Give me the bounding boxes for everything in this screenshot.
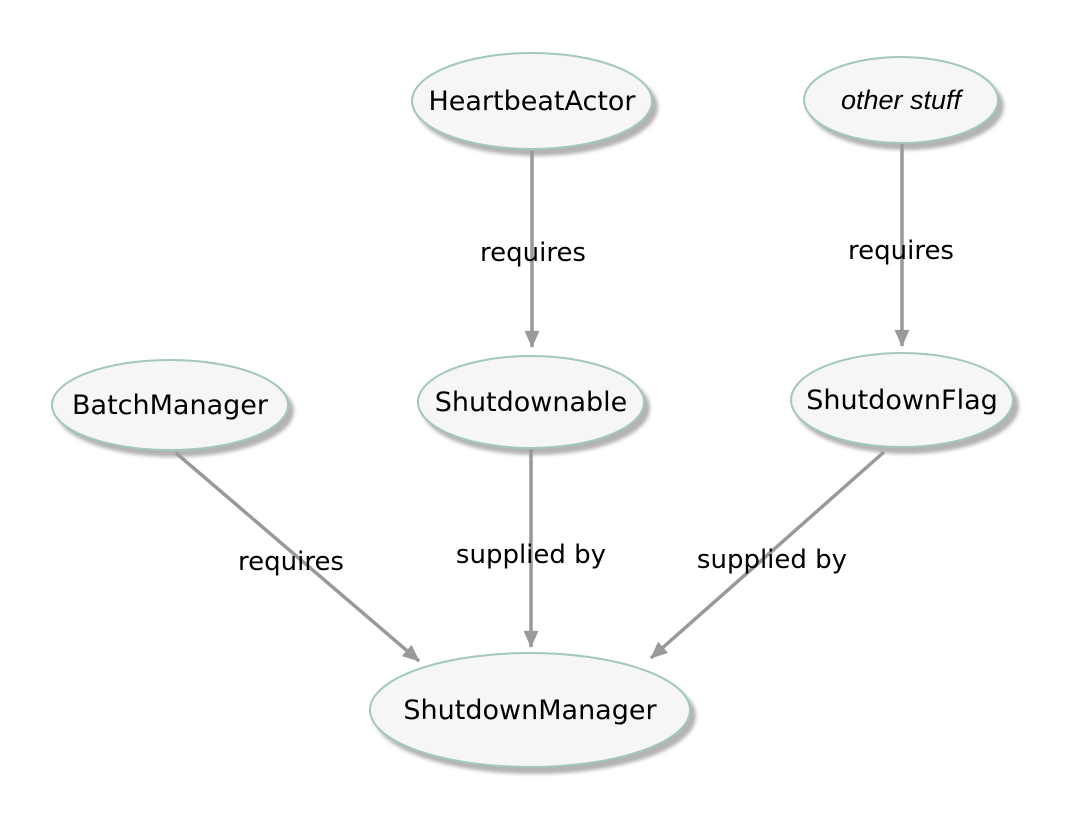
node-ellipse (369, 652, 691, 768)
edge-label-requires-3: requires (238, 547, 344, 577)
node-batch-manager: BatchManager (51, 359, 289, 451)
nodes-layer: HeartbeatActor other stuff BatchManager … (51, 52, 1014, 768)
node-label: ShutdownManager (403, 695, 657, 726)
edge-labels-layer: requires requires requires supplied by s… (238, 236, 954, 577)
node-label: BatchManager (72, 390, 269, 421)
node-ellipse (411, 52, 653, 150)
node-ellipse (803, 56, 999, 144)
node-label: ShutdownFlag (806, 385, 998, 416)
node-label: other stuff (841, 85, 964, 115)
node-shutdown-flag: ShutdownFlag (790, 352, 1014, 448)
node-ellipse (790, 352, 1014, 448)
node-label: HeartbeatActor (428, 86, 636, 117)
node-ellipse (51, 359, 289, 451)
node-heartbeat-actor: HeartbeatActor (411, 52, 653, 150)
node-shutdownable: Shutdownable (417, 355, 645, 449)
node-ellipse (417, 355, 645, 449)
node-shutdown-manager: ShutdownManager (369, 652, 691, 768)
edge-label-supplied-by-1: supplied by (456, 540, 606, 570)
node-label: Shutdownable (435, 387, 628, 418)
node-other-stuff: other stuff (803, 56, 999, 144)
edge-label-supplied-by-2: supplied by (697, 545, 847, 575)
edge-batchmanager-shutdownmanager (174, 451, 421, 663)
edge-label-requires-1: requires (480, 238, 586, 268)
edge-label-requires-2: requires (848, 236, 954, 266)
edge-shutdownflag-shutdownmanager (649, 450, 886, 660)
edges-layer (174, 144, 910, 663)
